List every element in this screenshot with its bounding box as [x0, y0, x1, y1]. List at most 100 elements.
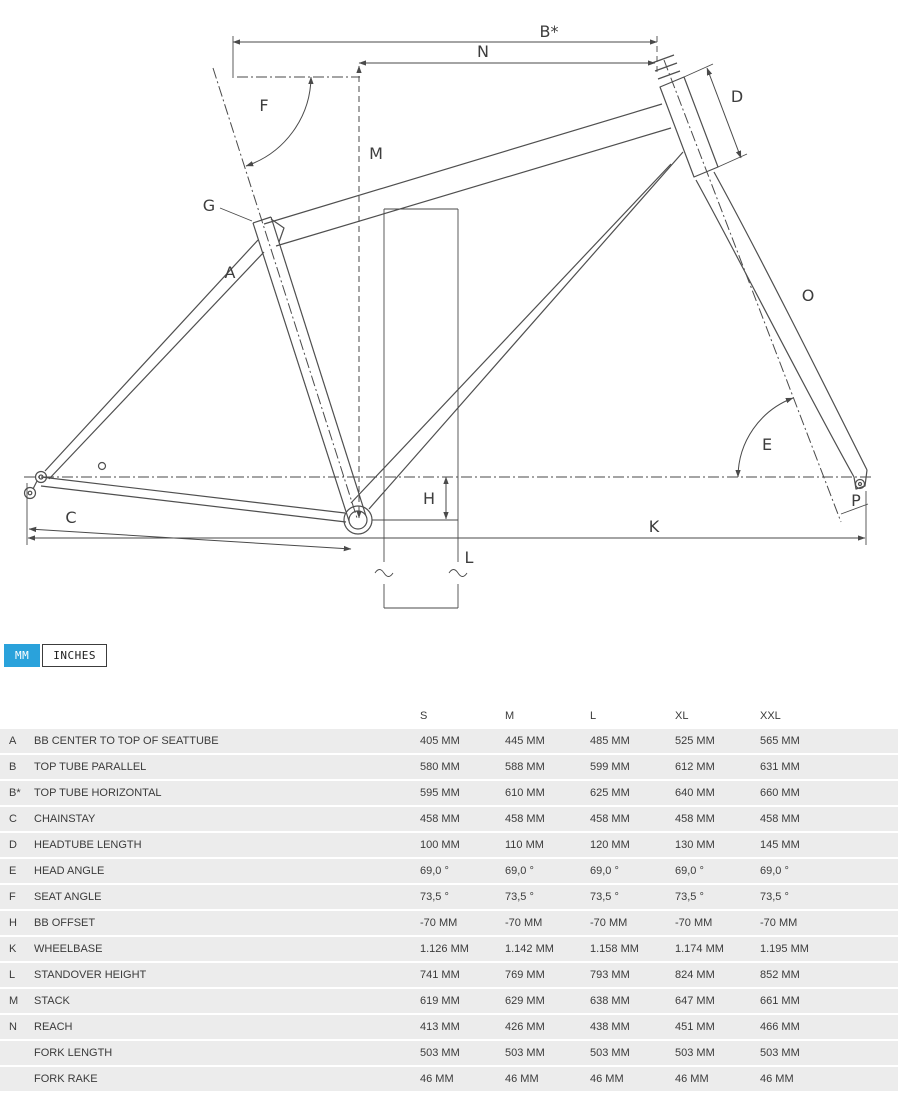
- row-value: 458 MM: [760, 806, 845, 833]
- row-value: 599 MM: [590, 754, 675, 781]
- row-value: 46 MM: [675, 1066, 760, 1093]
- row-key: K: [0, 936, 34, 963]
- row-filler: [845, 858, 898, 885]
- row-filler: [845, 1066, 898, 1093]
- row-value: 503 MM: [675, 1040, 760, 1067]
- row-value: 73,5 °: [420, 884, 505, 911]
- size-column-header: M: [505, 703, 590, 729]
- size-column-header: XL: [675, 703, 760, 729]
- row-value: 640 MM: [675, 780, 760, 807]
- row-value: 46 MM: [760, 1066, 845, 1093]
- row-value: 458 MM: [420, 806, 505, 833]
- row-value: -70 MM: [590, 910, 675, 937]
- size-column-header: S: [420, 703, 505, 729]
- size-column-header: XXL: [760, 703, 845, 729]
- dim-label-g: G: [203, 196, 215, 215]
- row-key: B: [0, 754, 34, 781]
- row-value: 110 MM: [505, 832, 590, 859]
- row-filler: [845, 1014, 898, 1041]
- row-filler: [845, 729, 898, 755]
- row-value: 647 MM: [675, 988, 760, 1015]
- row-value: 73,5 °: [760, 884, 845, 911]
- header-filler: [845, 703, 898, 729]
- dim-label-o: O: [802, 286, 815, 305]
- row-value: 1.158 MM: [590, 936, 675, 963]
- row-value: 1.126 MM: [420, 936, 505, 963]
- row-label: FORK LENGTH: [34, 1040, 420, 1067]
- row-value: 1.195 MM: [760, 936, 845, 963]
- row-label: BB OFFSET: [34, 910, 420, 937]
- row-filler: [845, 936, 898, 963]
- frame-outline: [23, 54, 868, 535]
- row-key: H: [0, 910, 34, 937]
- row-value: 120 MM: [590, 832, 675, 859]
- dim-label-e: E: [762, 435, 772, 454]
- row-value: 638 MM: [590, 988, 675, 1015]
- row-value: 661 MM: [760, 988, 845, 1015]
- row-value: 466 MM: [760, 1014, 845, 1041]
- row-value: -70 MM: [420, 910, 505, 937]
- row-filler: [845, 1040, 898, 1067]
- inches-button[interactable]: INCHES: [42, 644, 107, 667]
- row-value: 660 MM: [760, 780, 845, 807]
- size-column-header: L: [590, 703, 675, 729]
- row-key: [0, 1040, 34, 1067]
- dim-label-p: P: [851, 491, 861, 510]
- row-value: 503 MM: [590, 1040, 675, 1067]
- row-value: 503 MM: [505, 1040, 590, 1067]
- row-value: 451 MM: [675, 1014, 760, 1041]
- row-value: 741 MM: [420, 962, 505, 989]
- row-value: 625 MM: [590, 780, 675, 807]
- row-value: 793 MM: [590, 962, 675, 989]
- row-value: 69,0 °: [420, 858, 505, 885]
- row-value: 413 MM: [420, 1014, 505, 1041]
- row-value: 485 MM: [590, 729, 675, 755]
- row-value: 100 MM: [420, 832, 505, 859]
- dimension-lines: [26, 36, 869, 609]
- row-value: 1.174 MM: [675, 936, 760, 963]
- row-value: 565 MM: [760, 729, 845, 755]
- row-value: 619 MM: [420, 988, 505, 1015]
- mm-button[interactable]: MM: [4, 644, 41, 667]
- row-label: TOP TUBE PARALLEL: [34, 754, 420, 781]
- row-value: 445 MM: [505, 729, 590, 755]
- row-value: 610 MM: [505, 780, 590, 807]
- row-value: 612 MM: [675, 754, 760, 781]
- row-value: 69,0 °: [505, 858, 590, 885]
- row-key: E: [0, 858, 34, 885]
- row-filler: [845, 988, 898, 1015]
- row-value: 426 MM: [505, 1014, 590, 1041]
- row-filler: [845, 832, 898, 859]
- row-label: FORK RAKE: [34, 1066, 420, 1093]
- row-value: 69,0 °: [760, 858, 845, 885]
- row-label: WHEELBASE: [34, 936, 420, 963]
- row-value: 458 MM: [675, 806, 760, 833]
- row-value: 629 MM: [505, 988, 590, 1015]
- row-value: 458 MM: [590, 806, 675, 833]
- row-value: 769 MM: [505, 962, 590, 989]
- dim-label-n: N: [477, 42, 489, 61]
- row-key: F: [0, 884, 34, 911]
- dim-label-m: M: [369, 144, 383, 163]
- row-value: -70 MM: [505, 910, 590, 937]
- row-value: 46 MM: [420, 1066, 505, 1093]
- row-filler: [845, 806, 898, 833]
- row-filler: [845, 962, 898, 989]
- row-key: C: [0, 806, 34, 833]
- row-value: -70 MM: [760, 910, 845, 937]
- dim-label-h: H: [423, 489, 435, 508]
- unit-toggle: MM INCHES: [4, 644, 898, 667]
- row-value: 631 MM: [760, 754, 845, 781]
